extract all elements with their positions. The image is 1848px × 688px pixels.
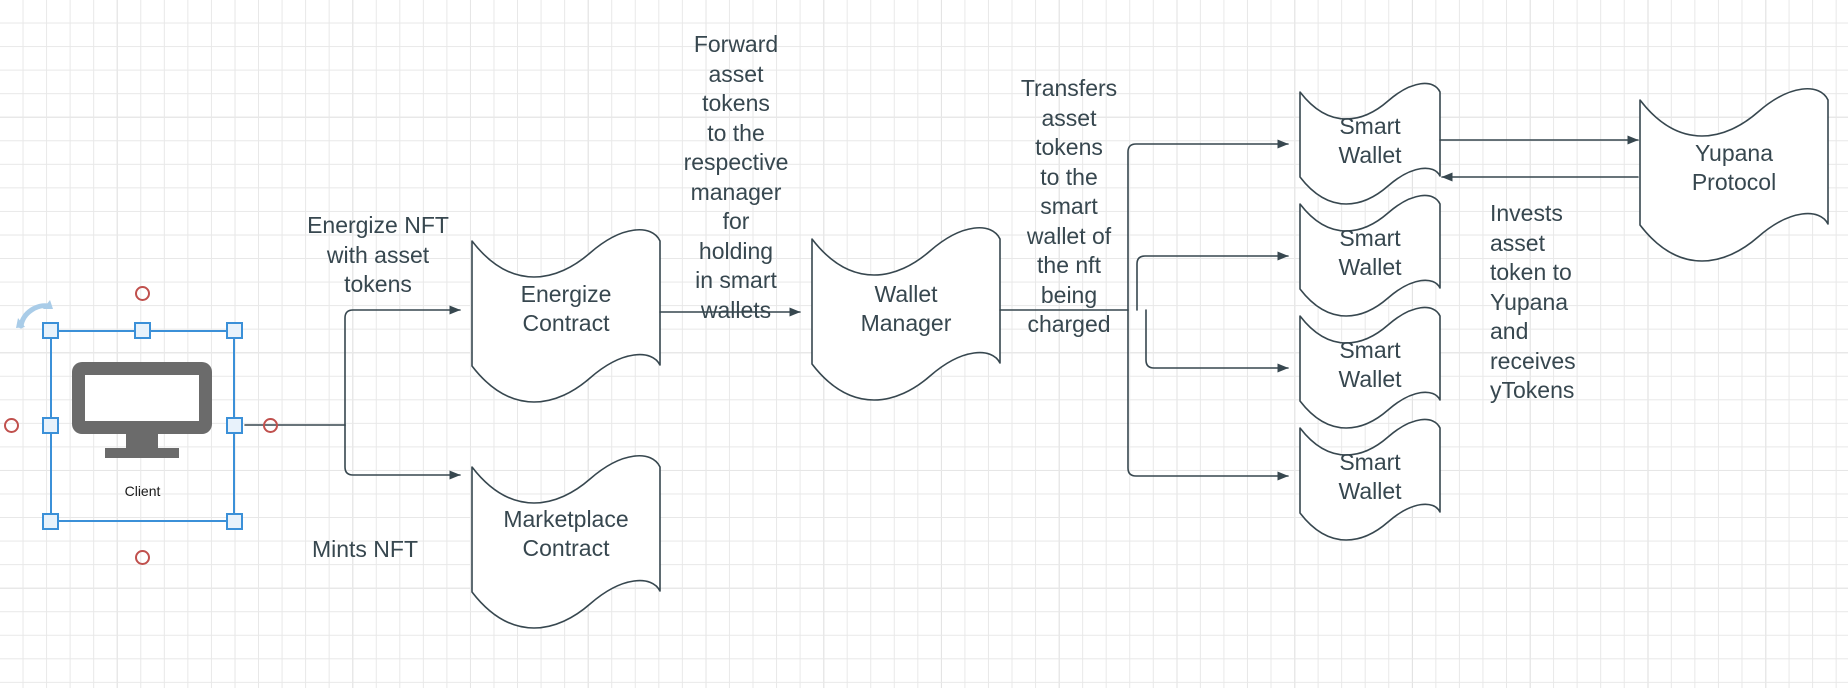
client-node[interactable]: Client (42, 322, 243, 530)
rotate-icon[interactable] (16, 296, 56, 332)
wallet-manager-shape (811, 227, 1001, 401)
energize-contract-shape (471, 229, 661, 403)
connection-point-right[interactable] (263, 418, 278, 433)
smart-wallet-3-shape (1299, 306, 1441, 429)
yupana-protocol-shape (1639, 88, 1829, 262)
smart-wallet-2-shape (1299, 194, 1441, 317)
edge-label-transfers-asset: Transfers asset tokens to the smart wall… (1020, 75, 1118, 337)
monitor-icon (72, 362, 212, 458)
connection-point-top[interactable] (135, 286, 150, 301)
resize-handle-top-right[interactable] (226, 322, 243, 339)
resize-handle-middle-right[interactable] (226, 417, 243, 434)
client-label: Client (124, 483, 161, 499)
resize-handle-top-center[interactable] (134, 322, 151, 339)
marketplace-contract-shape (471, 455, 661, 629)
edge-label-invests-asset: Invests asset token to Yupana and receiv… (1490, 200, 1576, 403)
edge-trunk-to-smartwallet-4 (1127, 309, 1289, 481)
resize-handle-bottom-left[interactable] (42, 513, 59, 530)
edge-trunk-to-smartwallet-1 (1127, 139, 1289, 311)
resize-handle-bottom-right[interactable] (226, 513, 243, 530)
smart-wallet-4-shape (1299, 418, 1441, 541)
edge-client-to-marketplace (344, 424, 461, 480)
edge-label-forward-asset: Forward asset tokens to the respective m… (683, 31, 789, 323)
edge-label-mints-nft: Mints NFT (311, 536, 419, 562)
connection-point-bottom[interactable] (135, 550, 150, 565)
resize-handle-top-left[interactable] (42, 322, 59, 339)
edge-client-to-energize (344, 305, 461, 426)
smart-wallet-1-shape (1299, 82, 1441, 205)
edge-label-energize-nft: Energize NFT with asset tokens (307, 212, 449, 297)
connection-point-left[interactable] (4, 418, 19, 433)
edge-trunk-to-smartwallet-3 (1145, 309, 1289, 373)
resize-handle-middle-left[interactable] (42, 417, 59, 434)
edge-trunk-to-smartwallet-2 (1136, 251, 1289, 311)
